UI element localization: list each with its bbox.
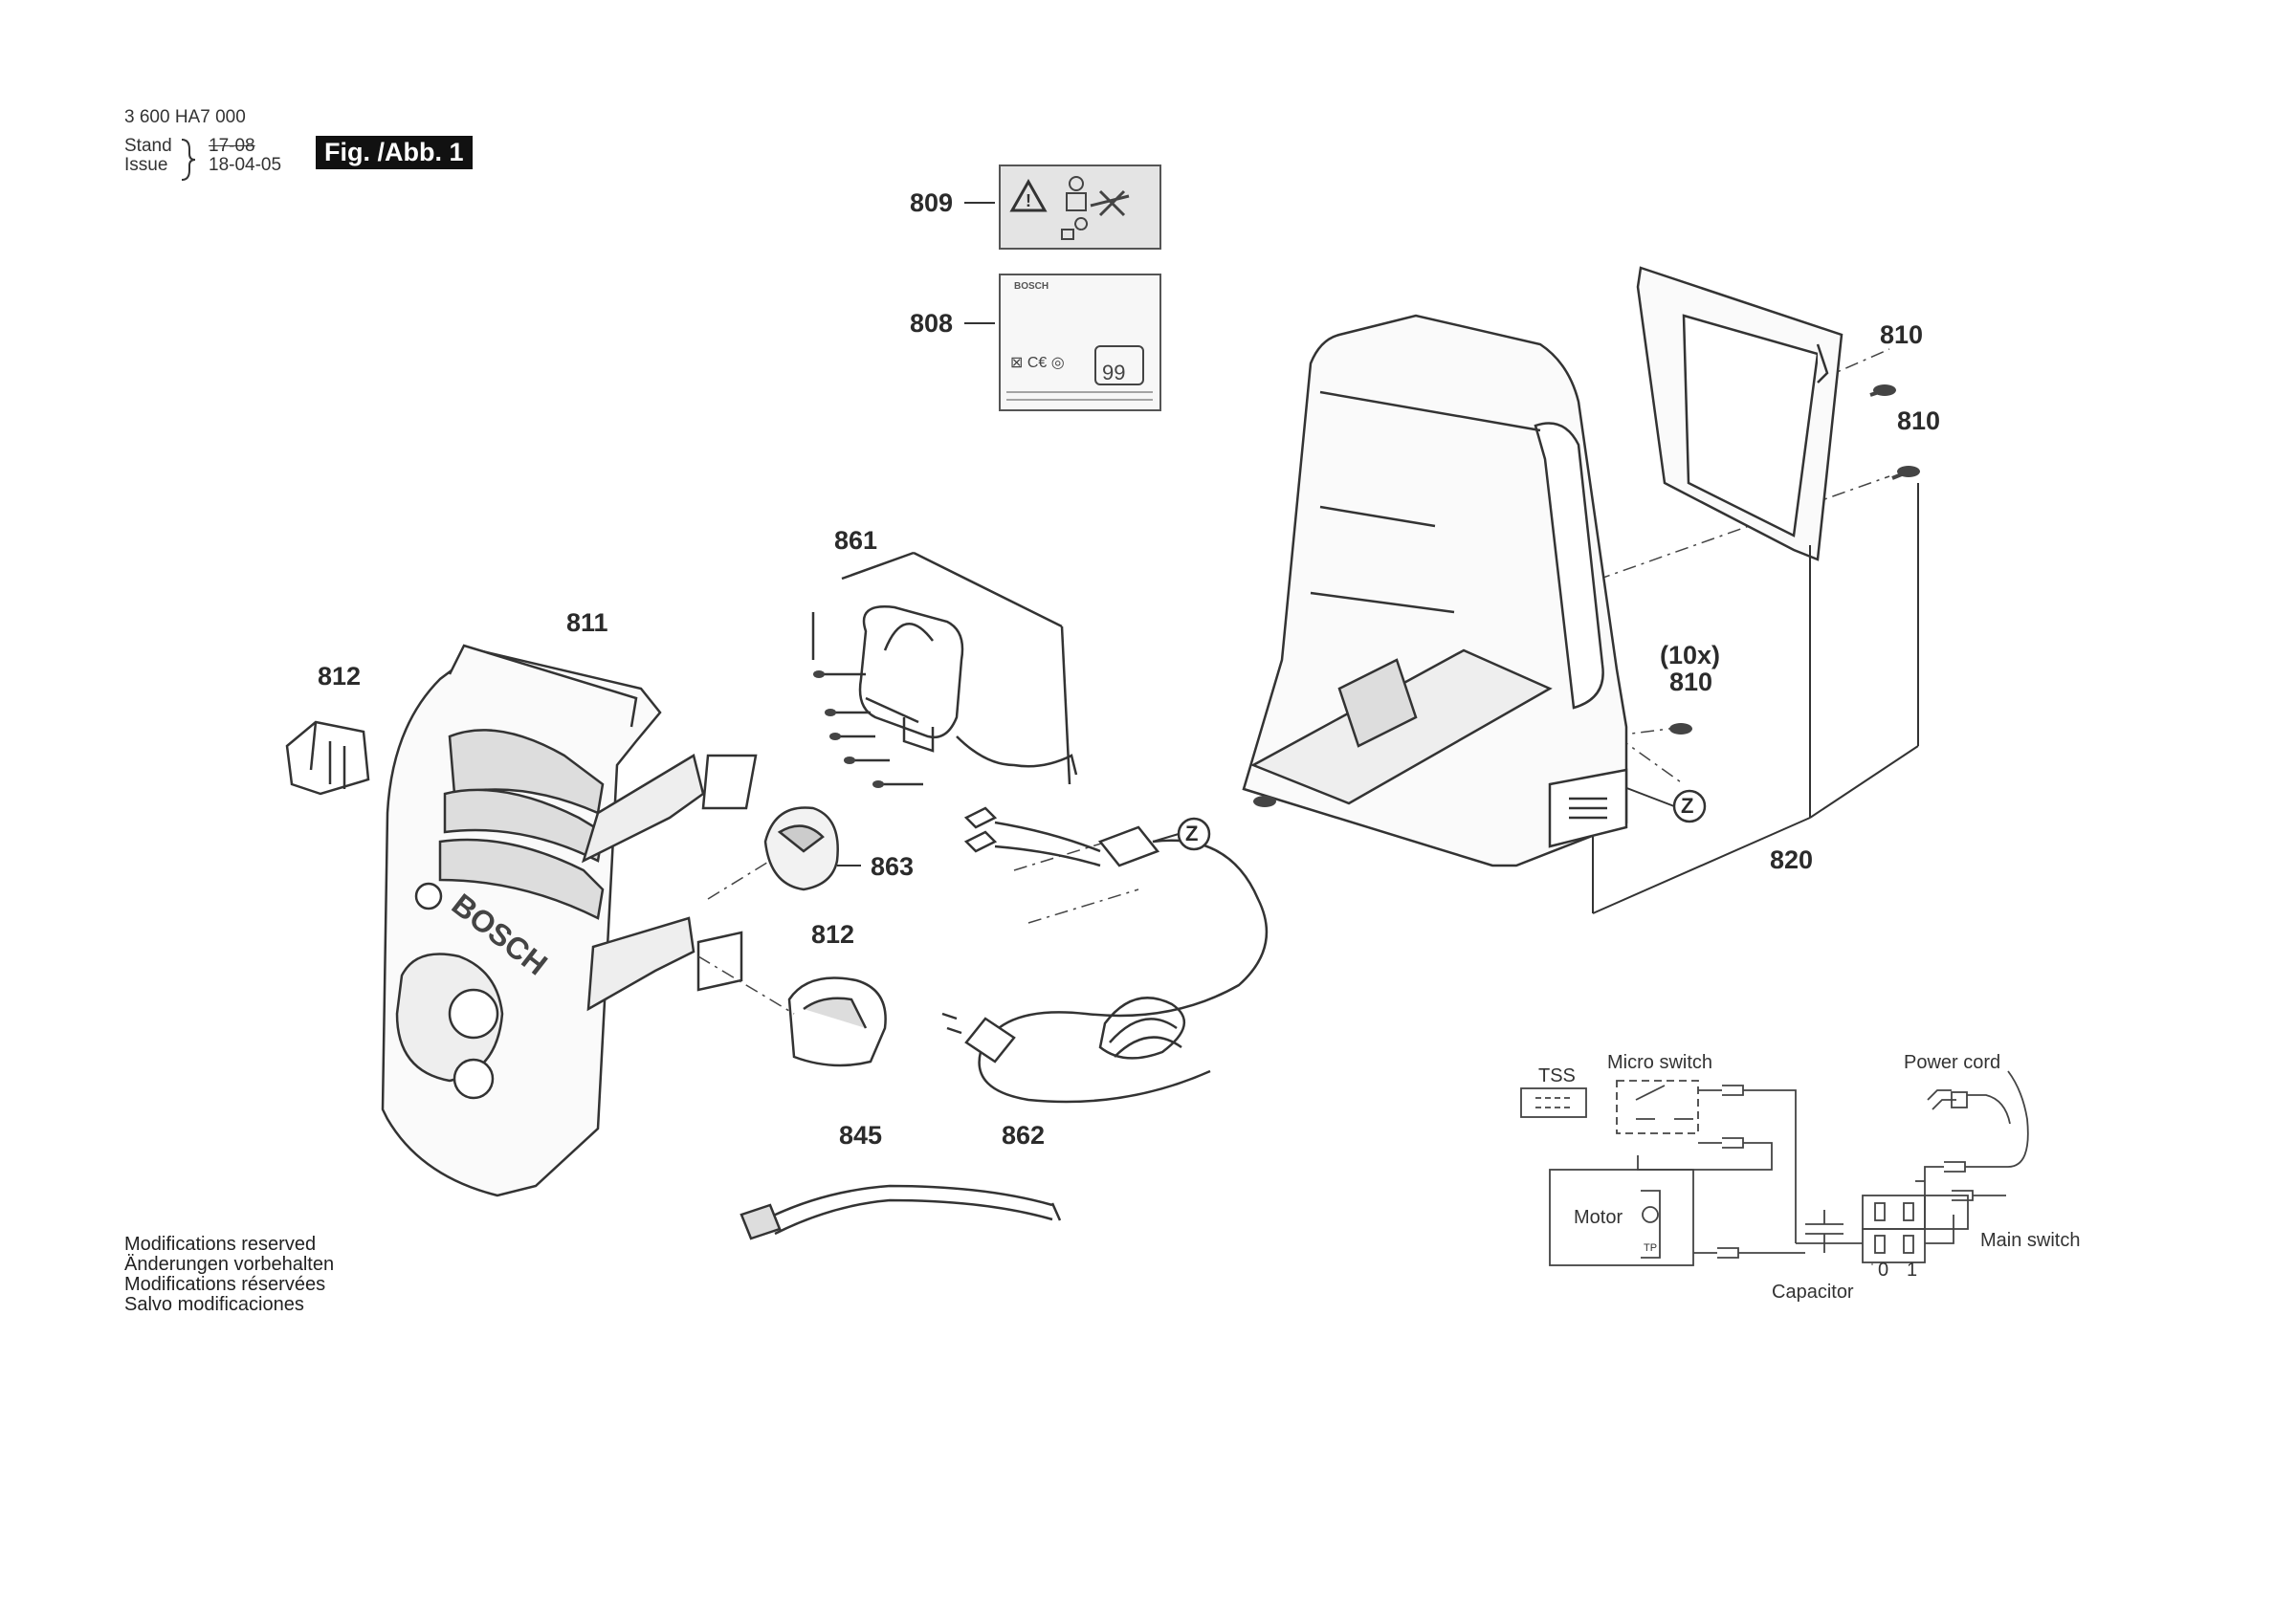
- wiring-label-pos-1: 1: [1907, 1260, 1918, 1281]
- wiring-label-capacitor: Capacitor: [1772, 1282, 1854, 1303]
- footer-line-es: Salvo modificaciones: [124, 1294, 304, 1315]
- issue-date: 18-04-05: [209, 155, 282, 175]
- wiring-label-tss: TSS: [1538, 1065, 1576, 1086]
- part-number: 3 600 HA7 000: [124, 107, 246, 127]
- wiring-label-tp: TP: [1644, 1242, 1658, 1254]
- footer-line-de: Änderungen vorbehalten: [124, 1254, 335, 1275]
- hose: [740, 1184, 1062, 1240]
- callout-820: 820: [1770, 845, 1814, 874]
- wiring-diagram: [1520, 1070, 2029, 1266]
- bracket-screws: [813, 670, 884, 788]
- front-housing: [381, 644, 758, 1197]
- wiring-label-power-cord: Power cord: [1904, 1052, 2001, 1073]
- power-cord: [941, 806, 1269, 1104]
- foot-part-upper: [285, 720, 370, 796]
- footer-line-fr: Modifications réservées: [124, 1274, 326, 1295]
- wiring-label-main-switch: Main switch: [1980, 1230, 2081, 1251]
- callout-810-mid: 810: [1897, 406, 1941, 435]
- callout-810-top: 810: [1880, 320, 1924, 349]
- wiring-label-pos-0: 0: [1878, 1260, 1889, 1281]
- callout-810-bottom: 810: [1669, 668, 1713, 696]
- callout-812-lower: 812: [811, 920, 855, 949]
- callout-863: 863: [871, 852, 915, 881]
- foot-part-lower: [787, 976, 887, 1067]
- selector-knob: [763, 806, 839, 891]
- callout-809: 809: [910, 188, 954, 217]
- stand-label: Stand: [124, 136, 172, 156]
- callout-845: 845: [839, 1121, 883, 1150]
- screws-810: [1253, 384, 1920, 807]
- svg-text:!: !: [1026, 191, 1031, 210]
- bracket-820: [1592, 483, 1919, 914]
- footer-line-en: Modifications reserved: [124, 1234, 317, 1255]
- figure-label: Fig. /Abb. 1: [316, 136, 473, 169]
- callout-812-upper: 812: [318, 662, 362, 691]
- svg-text:⊠ C€ ◎: ⊠ C€ ◎: [1010, 355, 1065, 371]
- noise-value: 99: [1102, 361, 1125, 384]
- callout-808: 808: [910, 309, 954, 338]
- rear-cover: [1636, 266, 1843, 561]
- issue-label: Issue: [124, 155, 168, 175]
- z-marker-housing: Z: [1681, 794, 1694, 818]
- wiring-label-motor: Motor: [1574, 1207, 1623, 1228]
- callout-862: 862: [1002, 1121, 1046, 1150]
- old-date: 17-08: [209, 136, 255, 156]
- wiring-label-micro-switch: Micro switch: [1607, 1052, 1713, 1073]
- callout-811: 811: [566, 608, 608, 637]
- footer-notes: Modifications reserved Änderungen vorbeh…: [124, 1235, 334, 1315]
- callout-861: 861: [834, 526, 878, 555]
- warning-label-sticker: !: [999, 164, 1161, 250]
- rating-label-brand: BOSCH: [1014, 281, 1049, 292]
- mounting-bracket: [811, 551, 1078, 786]
- rating-label-sticker: BOSCH ⊠ C€ ◎ 99: [999, 274, 1161, 411]
- callout-qty-10x: (10x): [1660, 641, 1721, 669]
- z-marker-cord: Z: [1185, 822, 1199, 845]
- rear-housing: [1242, 314, 1628, 867]
